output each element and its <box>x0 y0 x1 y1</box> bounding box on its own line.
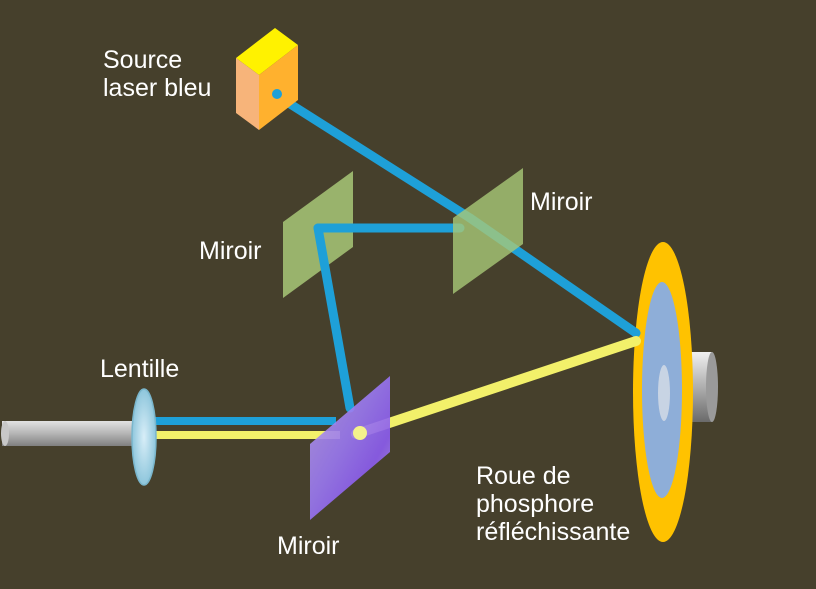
lens <box>131 388 157 486</box>
label-phosphor-wheel-line1: Roue de <box>476 462 571 490</box>
output-rod <box>2 421 142 446</box>
label-phosphor-wheel: Roue de phosphore réfléchissante <box>476 462 630 546</box>
label-laser-source: Source laser bleu <box>103 46 211 102</box>
laser-source-top <box>236 28 298 75</box>
label-mirror-top-left: Miroir <box>199 237 262 265</box>
mirror-top-right <box>453 168 523 294</box>
yellow-beam-wheel-to-mirror <box>351 336 641 439</box>
laser-source-front <box>236 58 259 130</box>
label-laser-source-line2: laser bleu <box>103 74 212 102</box>
label-phosphor-wheel-line2: phosphore <box>476 490 595 518</box>
blue-beam-source-to-mirror <box>271 90 475 223</box>
wheel-hub-end <box>706 352 718 422</box>
label-laser-source-line1: Source <box>103 46 183 74</box>
label-lens: Lentille <box>100 355 180 383</box>
laser-aperture <box>272 89 282 99</box>
label-phosphor-wheel-line3: réfléchissante <box>476 518 631 546</box>
label-mirror-top-right: Miroir <box>530 188 593 216</box>
mirror-bottom <box>310 376 390 520</box>
yellow-beam-reflection-spot <box>353 426 367 440</box>
label-mirror-bottom: Miroir <box>277 532 340 560</box>
phosphor-wheel-hole <box>658 365 670 421</box>
blue-beam-left-to-bottom-mirror <box>313 223 355 413</box>
laser-source-side <box>259 45 298 130</box>
output-rod-end <box>1 421 9 446</box>
